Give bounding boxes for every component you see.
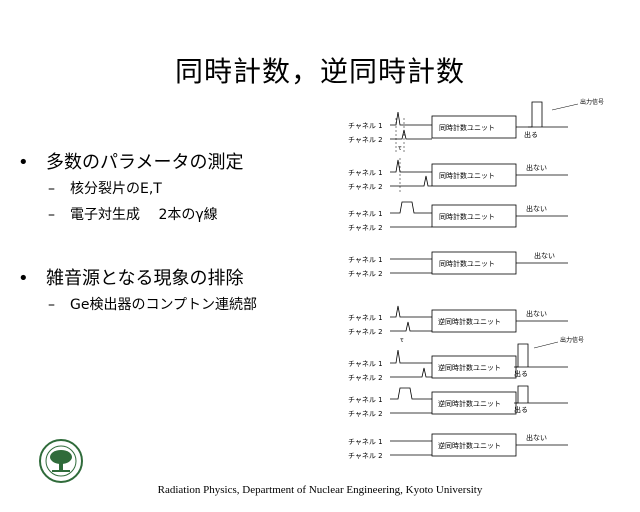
bullet-1-text: 多数のパラメータの測定 — [46, 152, 244, 173]
sub-1-1: –核分裂片のE,T — [48, 181, 162, 197]
svg-text:出る: 出る — [514, 405, 528, 414]
sub-2-1-text: Ge検出器のコンプトン連続部 — [70, 297, 258, 313]
diagram-row-8: チャネル 1 チャネル 2 逆同時計数ユニット 出ない — [348, 433, 568, 460]
svg-text:出力信号: 出力信号 — [560, 336, 584, 344]
svg-text:チャネル 1: チャネル 1 — [348, 210, 383, 218]
svg-text:チャネル 2: チャネル 2 — [348, 452, 383, 460]
svg-text:出ない: 出ない — [526, 309, 547, 318]
diagram-row-6: チャネル 1 チャネル 2 逆同時計数ユニット 出る 出力信号 — [348, 336, 584, 382]
svg-text:チャネル 2: チャネル 2 — [348, 410, 383, 418]
svg-text:チャネル 2: チャネル 2 — [348, 374, 383, 382]
svg-text:チャネル 1: チャネル 1 — [348, 438, 383, 446]
svg-text:出ない: 出ない — [526, 433, 547, 442]
svg-text:同時計数ユニット: 同時計数ユニット — [439, 123, 495, 132]
diagram-row-7: チャネル 1 チャネル 2 逆同時計数ユニット 出る — [348, 385, 568, 418]
svg-text:同時計数ユニット: 同時計数ユニット — [439, 171, 495, 180]
sub-1-2: –電子対生成 2本のγ線 — [48, 207, 218, 223]
bullet-dot: • — [18, 152, 29, 173]
bullet-2: • 雑音源となる現象の排除 — [18, 264, 243, 290]
svg-text:チャネル 2: チャネル 2 — [348, 183, 383, 191]
svg-text:チャネル 1: チャネル 1 — [348, 256, 383, 264]
svg-text:同時計数ユニット: 同時計数ユニット — [439, 259, 495, 268]
svg-text:チャネル 1: チャネル 1 — [348, 396, 383, 404]
svg-text:出る: 出る — [514, 369, 528, 378]
svg-text:チャネル 2: チャネル 2 — [348, 270, 383, 278]
bullet-2-text: 雑音源となる現象の排除 — [46, 268, 244, 289]
sub-2-1: –Ge検出器のコンプトン連続部 — [48, 297, 258, 313]
coincidence-diagram: チャネル 1 チャネル 2 τ 同時計数ユニット 出る 出力信号 チャネル 1 … — [348, 98, 604, 460]
channel2-label: チャネル 2 — [348, 136, 383, 144]
svg-text:出る: 出る — [524, 130, 538, 139]
svg-text:τ: τ — [398, 145, 402, 152]
sub-1-2-text: 電子対生成 2本のγ線 — [70, 207, 218, 223]
svg-text:チャネル 1: チャネル 1 — [348, 314, 383, 322]
svg-text:出ない: 出ない — [526, 204, 547, 213]
svg-text:出力信号: 出力信号 — [580, 98, 604, 106]
svg-text:出ない: 出ない — [534, 251, 555, 260]
svg-text:逆同時計数ユニット: 逆同時計数ユニット — [438, 317, 501, 326]
svg-text:逆同時計数ユニット: 逆同時計数ユニット — [438, 363, 501, 372]
channel1-label: チャネル 1 — [348, 122, 383, 130]
diagram-row-4: チャネル 1 チャネル 2 同時計数ユニット 出ない — [348, 251, 568, 278]
svg-text:チャネル 1: チャネル 1 — [348, 169, 383, 177]
svg-text:同時計数ユニット: 同時計数ユニット — [439, 212, 495, 221]
svg-text:チャネル 2: チャネル 2 — [348, 328, 383, 336]
svg-text:出ない: 出ない — [526, 163, 547, 172]
bullet-1: • 多数のパラメータの測定 — [18, 148, 243, 174]
svg-text:チャネル 2: チャネル 2 — [348, 224, 383, 232]
university-seal-icon — [39, 439, 83, 483]
bullet-dot: • — [18, 268, 29, 289]
footer-credit: Radiation Physics, Department of Nuclear… — [157, 484, 483, 496]
svg-text:チャネル 1: チャネル 1 — [348, 360, 383, 368]
diagram-row-2: チャネル 1 チャネル 2 同時計数ユニット 出ない — [348, 158, 568, 192]
svg-text:逆同時計数ユニット: 逆同時計数ユニット — [438, 399, 501, 408]
diagram-row-5: チャネル 1 チャネル 2 τ 逆同時計数ユニット 出ない — [348, 305, 568, 344]
svg-text:逆同時計数ユニット: 逆同時計数ユニット — [438, 441, 501, 450]
diagram-row-1: チャネル 1 チャネル 2 τ 同時計数ユニット 出る 出力信号 — [348, 98, 604, 152]
sub-1-1-text: 核分裂片のE,T — [70, 181, 162, 197]
slide-title: 同時計数，逆同時計数 — [174, 55, 465, 88]
diagram-row-3: チャネル 1 チャネル 2 同時計数ユニット 出ない — [348, 201, 568, 232]
svg-text:τ: τ — [400, 337, 404, 344]
